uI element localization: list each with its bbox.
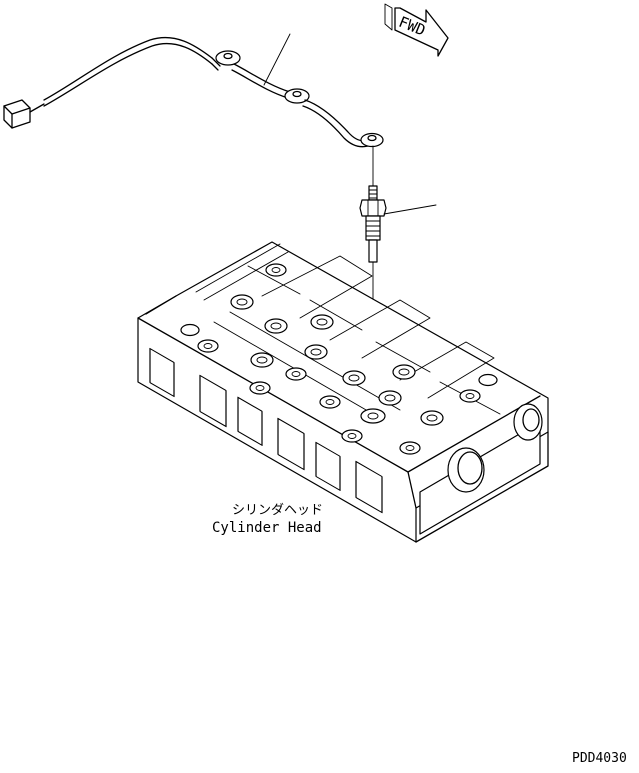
fwd-label: FWD [396, 13, 428, 40]
harness-connector [3, 99, 45, 129]
part-label-english: Cylinder Head [212, 520, 322, 536]
fwd-arrow: FWD [384, 3, 449, 57]
glow-plug-harness [3, 33, 384, 148]
part-label-japanese: シリンダヘッド [232, 503, 323, 518]
drawing-code: PDD4030 [572, 751, 627, 766]
cylinder-head [137, 241, 549, 543]
glow-plug [359, 185, 437, 263]
